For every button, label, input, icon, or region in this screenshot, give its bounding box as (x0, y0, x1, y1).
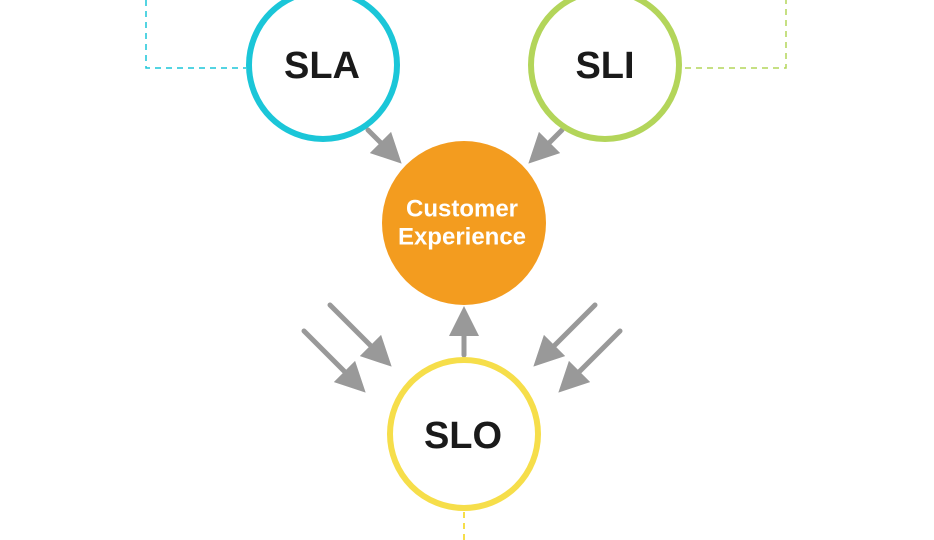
slo-label: SLO (424, 415, 502, 457)
sla-node: SLA (246, 0, 400, 142)
arrow-right-upper (533, 302, 598, 367)
customer-experience-label-line2: Experience (398, 224, 526, 251)
sli-dashed-connector (685, 0, 787, 69)
sli-label: SLI (575, 45, 634, 87)
customer-experience-circle (382, 141, 546, 305)
arrow-left-lower (301, 328, 366, 393)
arrows (301, 127, 623, 393)
slo-node: SLO (387, 357, 541, 511)
sla-dashed-connector (145, 0, 246, 69)
customer-experience-node: Customer Experience (382, 141, 546, 305)
sla-circle (246, 0, 400, 142)
arrow-sla-to-customer-experience (365, 127, 402, 164)
sli-circle (528, 0, 682, 142)
sli-node: SLI (528, 0, 682, 142)
arrow-right-lower (558, 328, 623, 393)
sla-label: SLA (284, 45, 360, 87)
customer-experience-label-line1: Customer (406, 196, 518, 223)
arrow-left-upper (327, 302, 392, 367)
slo-circle (387, 357, 541, 511)
arrow-sli-to-customer-experience (528, 127, 565, 164)
